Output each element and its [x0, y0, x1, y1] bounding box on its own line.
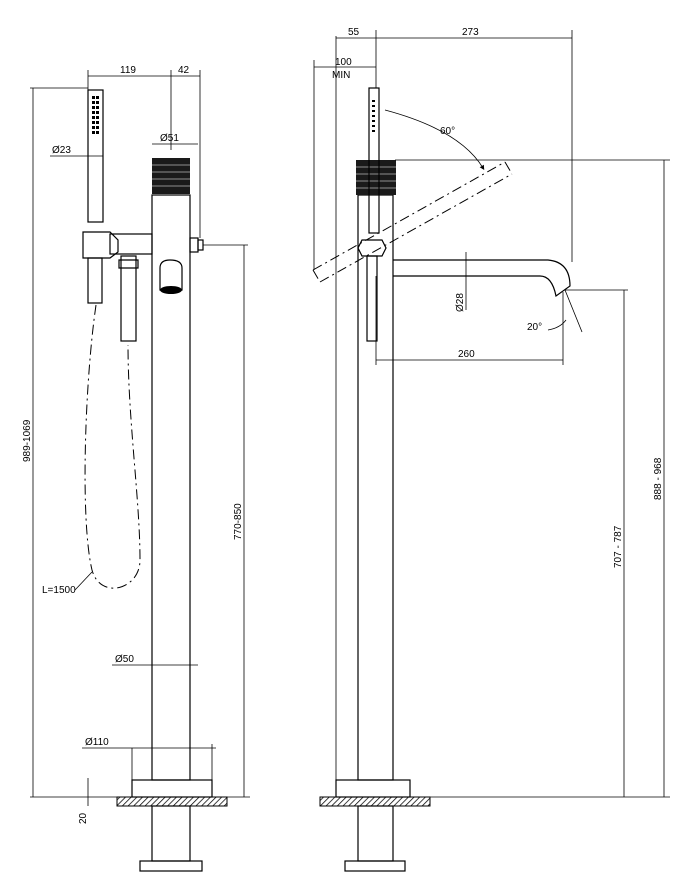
- dim-height-total: 989-1069: [22, 419, 33, 462]
- dim-height-total-side: 888 - 968: [653, 457, 664, 500]
- side-column: [357, 194, 394, 781]
- side-view: 55 273 100 MIN 60° Ø28 20° 260 707 - 787…: [312, 27, 670, 872]
- front-hose: [84, 304, 141, 589]
- front-column: [151, 194, 191, 781]
- dim-height-outlet: 770-850: [233, 503, 244, 540]
- dim-height-spout: 707 - 787: [613, 525, 624, 568]
- dim-d50: Ø50: [115, 654, 134, 665]
- side-handle: [356, 160, 396, 195]
- dim-55: 55: [348, 27, 360, 38]
- dim-d51: Ø51: [160, 133, 179, 144]
- dim-d28: Ø28: [455, 293, 466, 312]
- dim-d110: Ø110: [85, 737, 109, 748]
- dim-119: 119: [120, 65, 136, 76]
- dim-min: MIN: [332, 70, 350, 81]
- dim-260: 260: [458, 349, 475, 360]
- dim-42: 42: [178, 65, 190, 76]
- front-handle: [152, 158, 190, 194]
- front-view: 119 42 Ø51 Ø23 989-1069 770-850 Ø50 Ø110…: [22, 65, 250, 872]
- dim-273: 273: [462, 27, 479, 38]
- dim-angle-20: 20°: [527, 322, 542, 333]
- dim-hose-length: L=1500: [42, 585, 76, 596]
- front-spout: [159, 259, 183, 291]
- dim-floor: 20: [78, 812, 89, 824]
- dim-100: 100: [335, 57, 352, 68]
- dim-d23: Ø23: [52, 145, 71, 156]
- dim-angle-60: 60°: [440, 126, 455, 137]
- side-spout: [393, 259, 571, 298]
